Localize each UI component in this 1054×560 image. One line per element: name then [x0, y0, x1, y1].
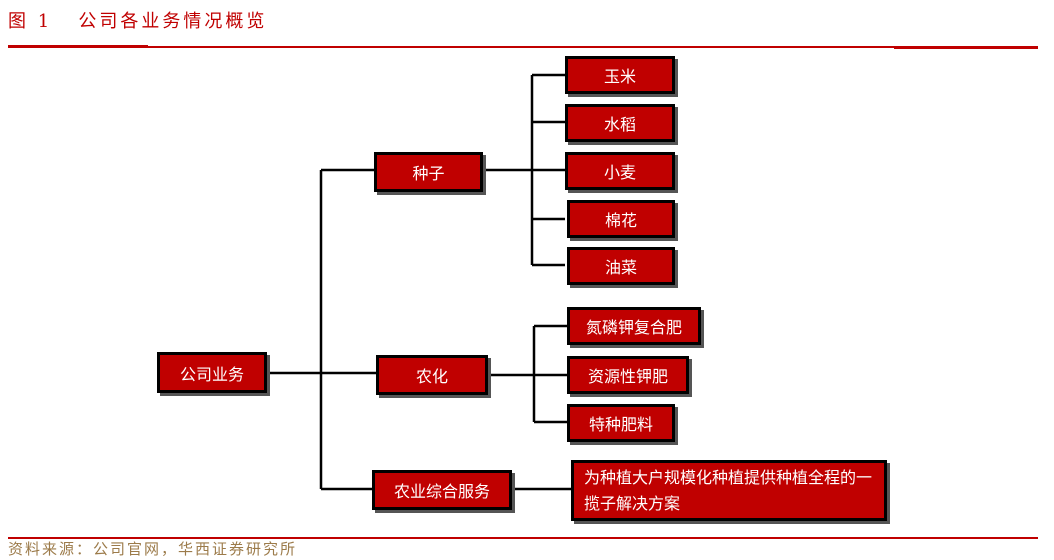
node-special-fertilizer: 特种肥料 [567, 404, 675, 442]
node-rapeseed: 油菜 [567, 247, 675, 285]
node-agrochem: 农化 [376, 355, 488, 395]
figure-title: 图 1 公司各业务情况概览 [8, 11, 268, 32]
node-root: 公司业务 [157, 352, 267, 393]
source-note: 资料来源：公司官网，华西证券研究所 [8, 540, 298, 558]
node-seed: 种子 [374, 152, 483, 192]
node-rice: 水稻 [565, 104, 675, 142]
node-cotton: 棉花 [567, 200, 675, 238]
node-service-description: 为种植大户规模化种植提供种植全程的一揽子解决方案 [571, 460, 887, 521]
node-potash: 资源性钾肥 [567, 356, 689, 394]
node-agri-service: 农业综合服务 [372, 470, 512, 510]
node-npk-fertilizer: 氮磷钾复合肥 [567, 307, 701, 345]
node-corn: 玉米 [565, 56, 675, 94]
title-rule-left [8, 45, 148, 48]
title-rule-middle [148, 46, 894, 48]
title-rule-right [894, 46, 1038, 49]
source-rule [8, 537, 1038, 539]
node-wheat: 小麦 [565, 152, 675, 190]
